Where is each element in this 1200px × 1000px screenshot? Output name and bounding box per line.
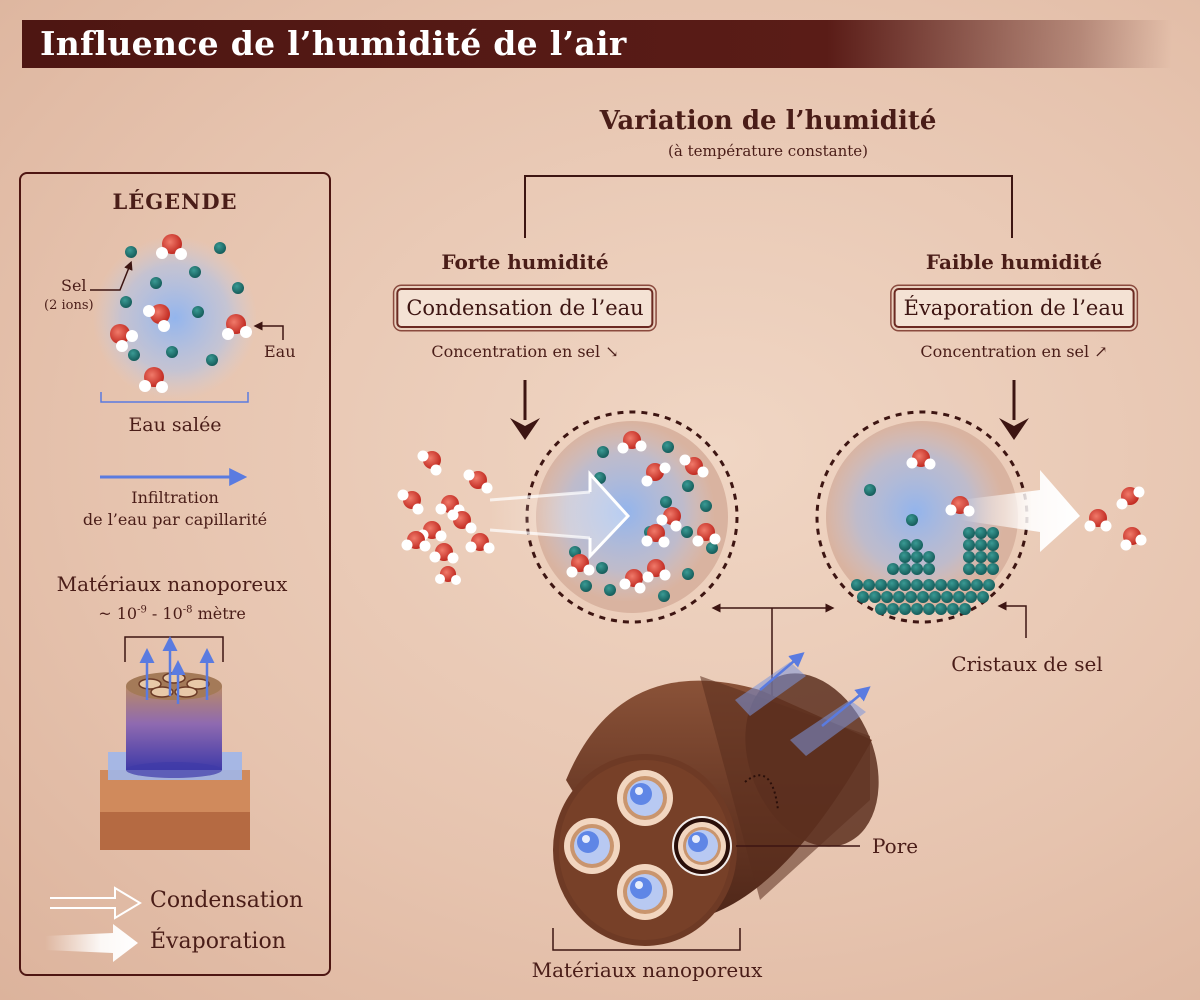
salt-label: Sel [61, 276, 87, 295]
legend-salt-water-illustration [93, 234, 257, 400]
legend-evaporation-label: Évaporation [150, 929, 286, 954]
title-bar [22, 20, 1172, 68]
crystals-callout-line [997, 601, 1027, 638]
scale-exponent-1: -9 [137, 604, 147, 616]
salt-sub-label: (2 ions) [44, 298, 94, 313]
legend-panel [19, 172, 331, 976]
high-humidity-concentration: Concentration en sel ↘ [431, 342, 618, 361]
scale-prefix: ~ 10 [98, 604, 138, 623]
salt-water-label: Eau salée [128, 414, 222, 436]
concentration-down-arrow-icon: ↘ [605, 342, 619, 361]
salt-callout-line [90, 260, 133, 291]
pore-label: Pore [872, 834, 919, 858]
water-callout-line [253, 321, 284, 340]
crystals-label: Cristaux de sel [951, 652, 1103, 676]
large-nanoporous-cylinder [553, 652, 879, 946]
high-humidity-pore-illustration [489, 410, 739, 624]
variation-bracket [524, 175, 1013, 238]
legend-evaporation-arrow-icon [45, 924, 138, 962]
material-bracket [552, 928, 741, 951]
small-nanoporous-cylinder [100, 636, 250, 850]
legend-condensation-label: Condensation [150, 888, 304, 913]
infiltration-label-line1: Infiltration [131, 488, 219, 507]
high-humidity-process-label: Condensation de l’eau [396, 288, 654, 328]
salt-crystals [851, 527, 999, 615]
scale-mid: - 10 [146, 604, 183, 623]
water-label: Eau [264, 342, 296, 361]
page-title: Influence de l’humidité de l’air [40, 24, 627, 63]
high-humidity-heading: Forte humidité [441, 250, 609, 274]
outgoing-water-molecules [1084, 486, 1147, 551]
low-concentration-text: Concentration en sel [920, 342, 1090, 361]
material-label: Matériaux nanoporeux [531, 958, 763, 982]
incoming-water-molecules [397, 450, 495, 585]
variation-subtitle: (à température constante) [668, 142, 868, 160]
concentration-up-arrow-icon: ↗ [1094, 342, 1108, 361]
infiltration-label-line2: de l’eau par capillarité [82, 510, 268, 529]
low-humidity-pore-illustration [815, 410, 1080, 624]
low-humidity-down-arrow-icon [999, 380, 1029, 440]
scale-suffix: mètre [192, 604, 246, 623]
low-humidity-process-label: Évaporation de l’eau [893, 288, 1135, 328]
legend-nanoporous-label: Matériaux nanoporeux [57, 572, 288, 596]
legend-condensation-arrow-icon [50, 886, 142, 920]
scale-label: ~ 10-9 - 10-8 mètre [98, 604, 246, 623]
legend-nanoporous-text: Matériaux nanoporeux [56, 572, 288, 596]
scale-exponent-2: -8 [182, 604, 193, 616]
low-humidity-concentration: Concentration en sel ↗ [920, 342, 1107, 361]
legend-heading: LÉGENDE [112, 189, 238, 214]
high-humidity-down-arrow-icon [510, 380, 540, 440]
high-concentration-text: Concentration en sel [431, 342, 601, 361]
low-humidity-heading: Faible humidité [925, 250, 1103, 274]
salt-water-bracket [100, 392, 249, 403]
variation-title: Variation de l’humidité [599, 106, 937, 136]
nanoporous-scale-bracket [124, 636, 224, 662]
